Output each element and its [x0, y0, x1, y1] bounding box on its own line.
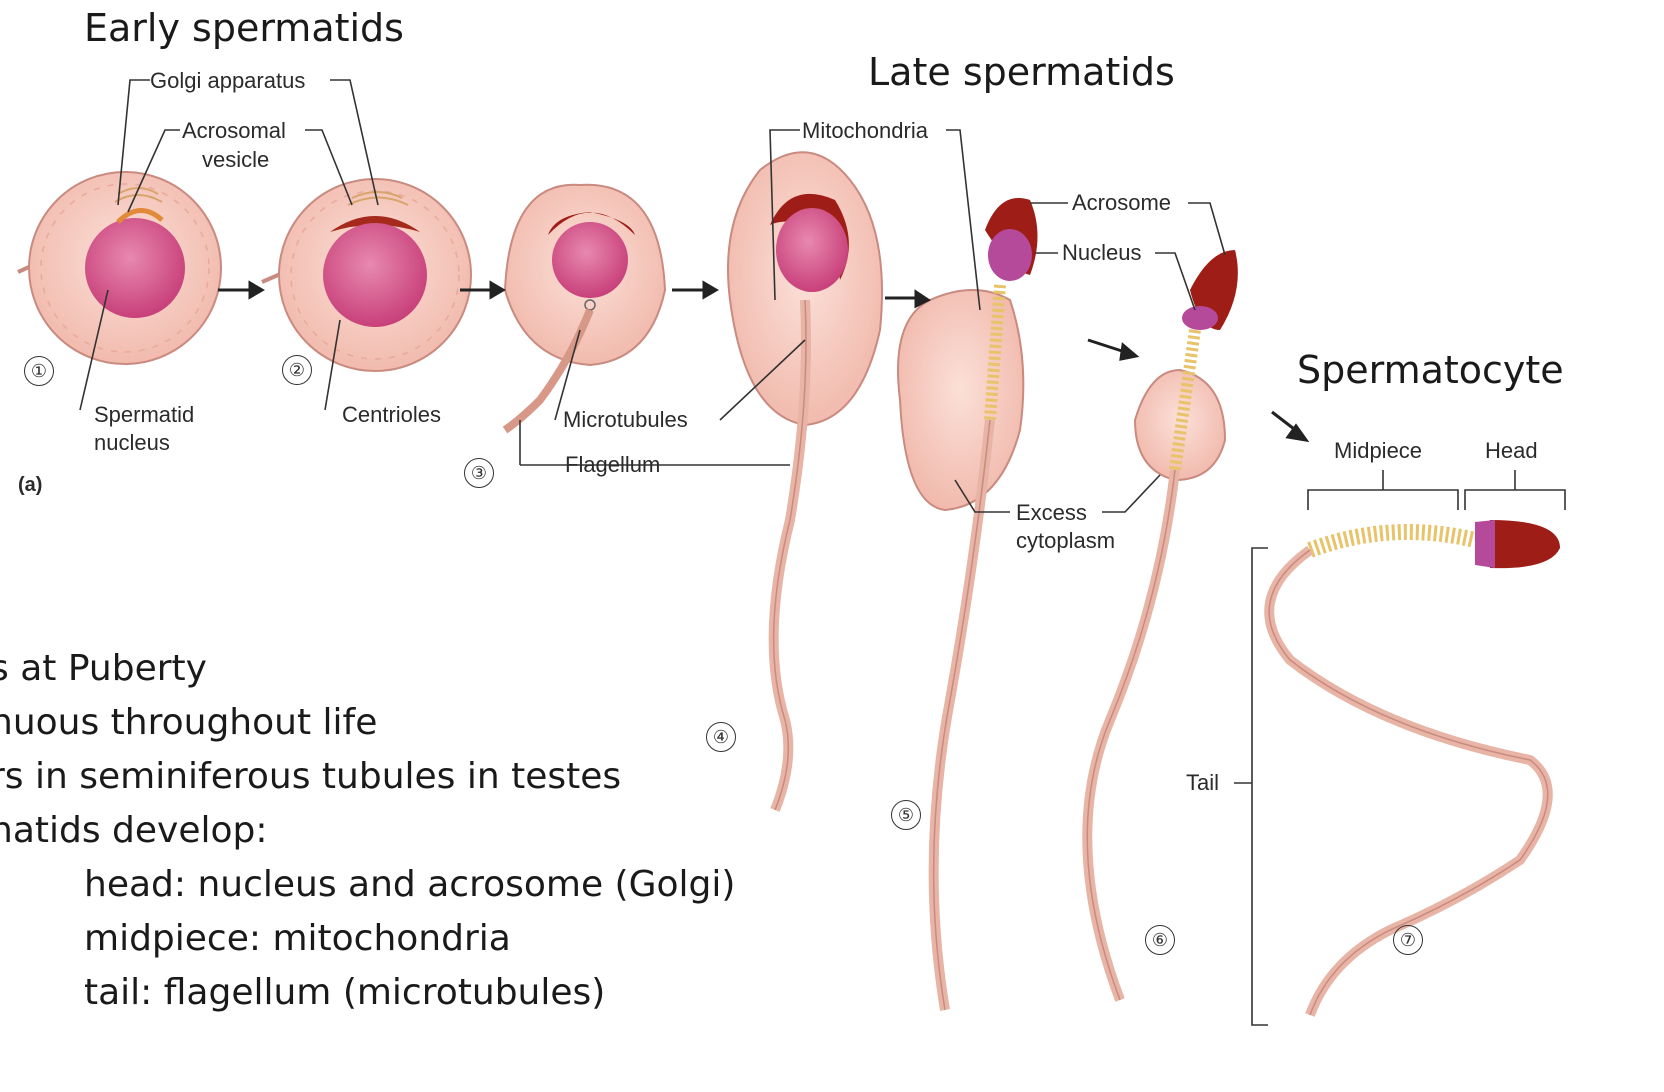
stage-5-nucleus	[988, 229, 1032, 281]
stage-4-cell	[728, 152, 882, 810]
stage-number-7: ⑦	[1393, 925, 1423, 955]
label-spermatid-line2: nucleus	[94, 428, 170, 458]
sub-bullet-midpiece: midpiece: mitochondria	[84, 918, 511, 959]
bullet-continuous: nuous throughout life	[0, 702, 377, 743]
stage-number-3: ③	[464, 458, 494, 488]
label-spermatid-line1: Spermatid	[94, 400, 194, 430]
label-excess-line2: cytoplasm	[1016, 526, 1115, 556]
label-excess-line1: Excess	[1016, 498, 1087, 528]
stage-3-nucleus	[552, 222, 628, 298]
stage-1-nucleus	[85, 218, 185, 318]
stage-number-5: ⑤	[891, 800, 921, 830]
label-acrosome: Acrosome	[1072, 188, 1171, 218]
stage-number-1: ①	[24, 356, 54, 386]
label-acrosomal-line1: Acrosomal	[182, 116, 286, 146]
label-mitochondria: Mitochondria	[802, 116, 928, 146]
heading-early-spermatids: Early spermatids	[84, 6, 404, 50]
stage-6-nucleus	[1182, 306, 1218, 330]
stage-1-cell	[18, 172, 221, 364]
tail-bracket	[1234, 548, 1268, 1025]
stage-7-midpiece	[1310, 532, 1475, 550]
bullet-seminiferous: rs in seminiferous tubules in testes	[0, 756, 621, 797]
sub-bullet-head: head: nucleus and acrosome (Golgi)	[84, 864, 735, 905]
stage-7-nucleus-band	[1475, 520, 1495, 568]
stage-7-head	[1490, 520, 1560, 568]
label-nucleus: Nucleus	[1062, 238, 1141, 268]
label-flagellum: Flagellum	[565, 450, 660, 480]
stage-2-nucleus	[323, 223, 427, 327]
sub-bullet-tail: tail: flagellum (microtubules)	[84, 972, 605, 1013]
stage-3-cell	[505, 185, 665, 430]
bullet-puberty: s at Puberty	[0, 648, 207, 689]
stage-4-nucleus	[776, 208, 848, 292]
label-microtubules: Microtubules	[563, 405, 688, 435]
label-panel-a: (a)	[18, 470, 42, 500]
label-golgi-apparatus: Golgi apparatus	[150, 66, 305, 96]
bullet-spermatids-develop: natids develop:	[0, 810, 268, 851]
stage-number-2: ②	[282, 355, 312, 385]
stage-5-cell	[898, 198, 1038, 1010]
label-centrioles: Centrioles	[342, 400, 441, 430]
stage-number-4: ④	[706, 722, 736, 752]
stage-6-cell	[1087, 250, 1238, 1000]
label-acrosomal-line2: vesicle	[202, 145, 269, 175]
heading-late-spermatids: Late spermatids	[868, 50, 1175, 94]
label-head: Head	[1485, 436, 1538, 466]
label-midpiece: Midpiece	[1334, 436, 1422, 466]
heading-spermatocyte: Spermatocyte	[1297, 348, 1564, 392]
stage-number-6: ⑥	[1145, 925, 1175, 955]
label-tail: Tail	[1186, 768, 1219, 798]
head-bracket	[1465, 470, 1565, 510]
midpiece-bracket	[1308, 470, 1458, 510]
stage-2-cell	[262, 179, 471, 371]
